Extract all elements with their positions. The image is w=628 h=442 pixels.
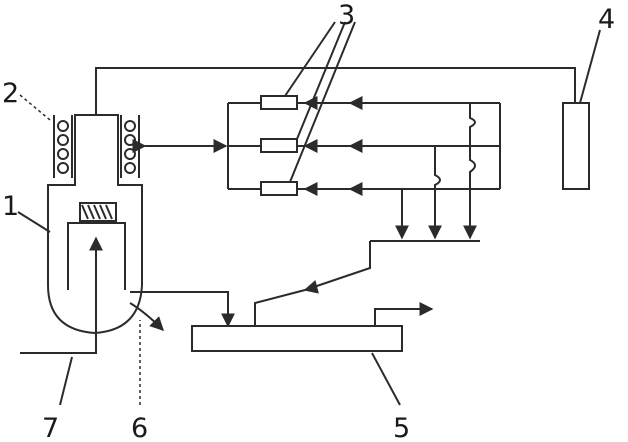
coil-turn [57,134,69,146]
top-line-to-4 [95,67,576,115]
label-3: 3 [338,0,355,31]
leader-1 [17,211,51,233]
inlet-pipe-7 [20,236,103,354]
leader-5 [371,352,401,406]
coil-turn [57,120,69,132]
coils-2 [53,115,140,178]
unit-5 [191,325,403,352]
coil-turn [124,148,136,160]
discharge-arrow-6 [129,302,164,331]
label-7: 7 [42,413,59,442]
feed-line-to-5 [254,280,319,326]
coil-turn [57,162,69,174]
vessel-1 [20,114,235,354]
element-3c [260,181,298,196]
coil-turn [57,148,69,160]
elements-3 [132,95,501,326]
branch-a [469,103,476,146]
inner-chamber [67,222,126,290]
label-5: 5 [393,413,410,442]
branch-a-down [463,146,477,240]
element-3a [260,95,298,110]
label-6: 6 [131,413,148,442]
coil-left-frame [53,115,73,178]
leader-7 [59,356,73,406]
label-1: 1 [2,191,19,222]
label-2: 2 [2,78,19,109]
collector-to-5 [304,241,371,291]
outlet-arrow-5 [374,302,434,326]
element-3b [260,138,298,153]
coil-turn [124,134,136,146]
hatch-lines [81,204,113,220]
outlet-line-to-5 [130,291,235,328]
unit-4 [562,102,590,190]
leader-2 [19,94,51,121]
coil-turn [124,162,136,174]
coil-turn [124,120,136,132]
branch-b-down [428,146,442,240]
coil-right-frame [120,115,140,178]
label-4: 4 [598,4,615,35]
leader-4 [579,29,601,104]
leader-3 [284,21,356,183]
